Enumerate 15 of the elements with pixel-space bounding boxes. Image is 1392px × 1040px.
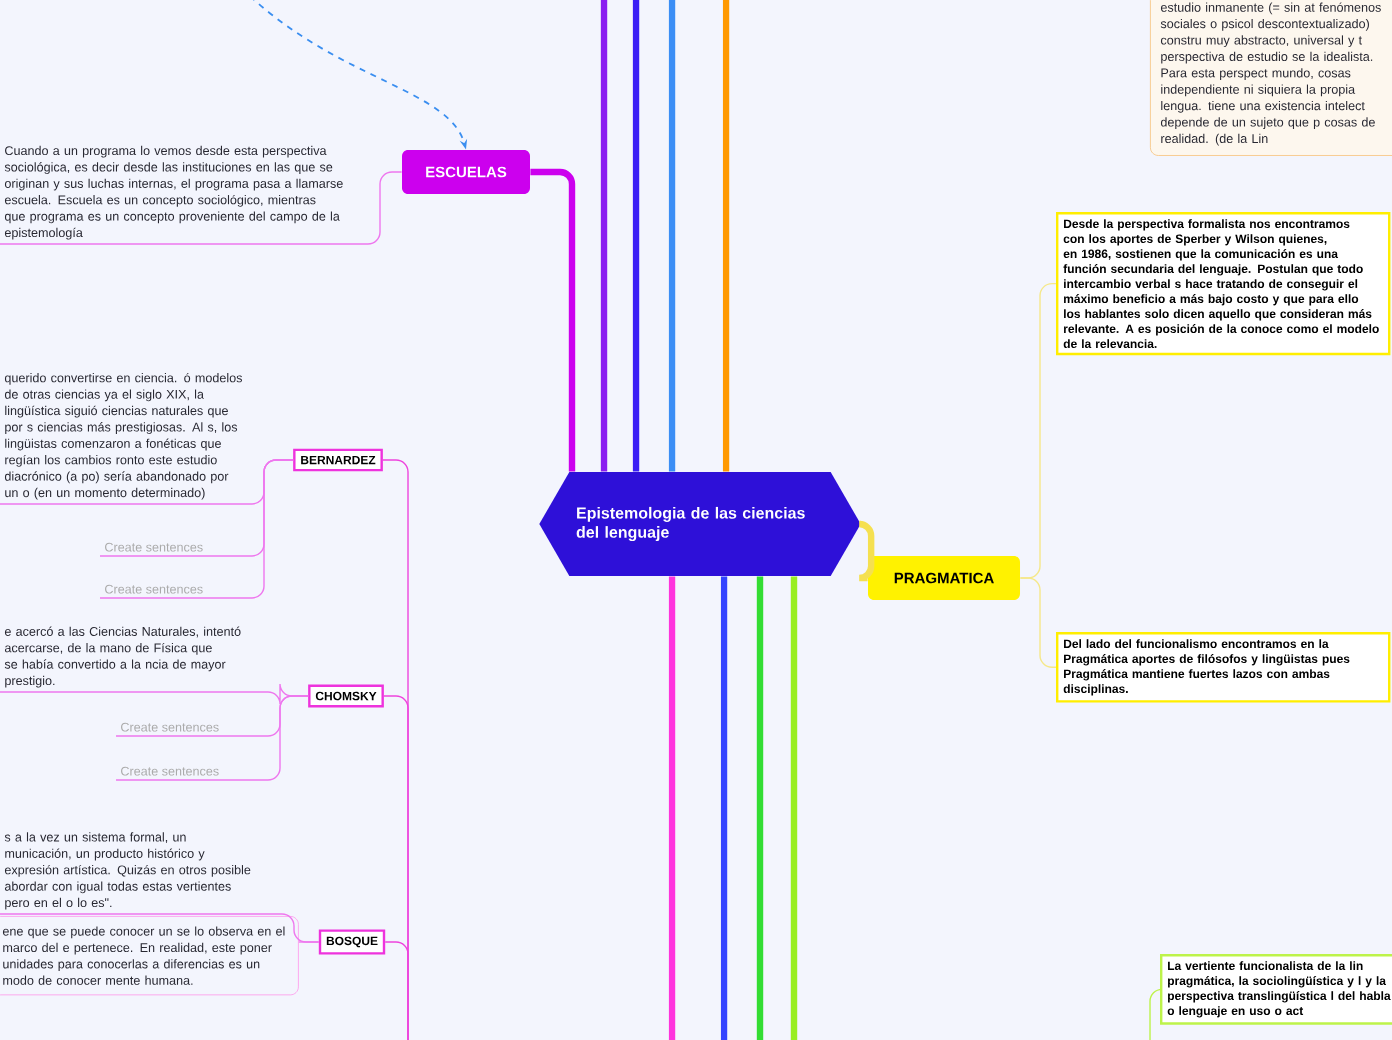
branch-line <box>99 459 294 599</box>
branch-line <box>756 576 764 1040</box>
branch-line <box>668 576 676 1040</box>
branch-line <box>298 941 320 943</box>
branch-line <box>384 941 409 1040</box>
branch-line <box>115 695 309 781</box>
branch-line <box>1149 988 1163 1040</box>
branch-line <box>790 576 798 1040</box>
branch-line <box>722 0 730 472</box>
branch-line <box>600 0 608 472</box>
branch-line <box>632 0 640 472</box>
branch-line <box>855 520 875 582</box>
branch-line <box>668 0 676 472</box>
branch-line <box>720 576 728 1040</box>
branch-line <box>530 168 576 472</box>
